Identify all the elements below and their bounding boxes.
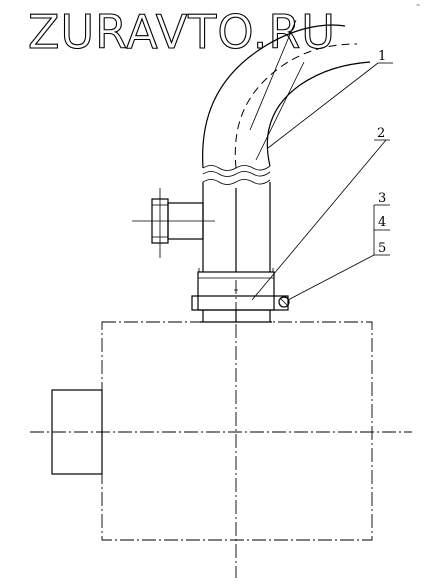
callout-3: 3	[378, 191, 386, 206]
callout-2: 2	[377, 126, 385, 141]
intake-pipe-elbow	[202, 24, 371, 177]
intake-pipe-straight	[202, 179, 271, 272]
leader-lines	[249, 19, 393, 301]
clamp	[191, 268, 290, 322]
callout-1: 1	[378, 49, 386, 64]
callout-4: 4	[378, 215, 386, 230]
centerlines	[30, 280, 412, 578]
callout-5: 5	[378, 241, 386, 256]
side-nozzle	[132, 188, 215, 258]
corner-mark: ~	[416, 3, 420, 9]
watermark-text: ZURAVTO.RU	[28, 5, 336, 59]
main-housing	[101, 321, 373, 541]
